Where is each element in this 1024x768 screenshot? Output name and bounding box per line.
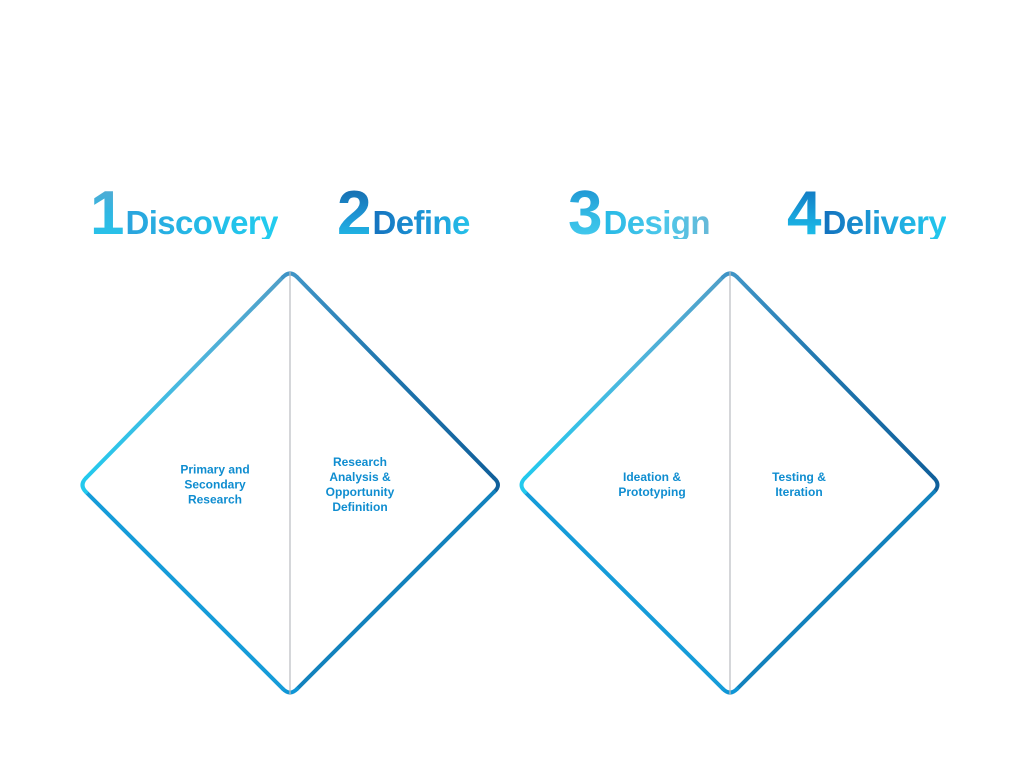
caption-primary-secondary-research: Primary and Secondary Research [180,462,250,507]
phase-header-2[interactable]: 2 Define [337,183,470,245]
phase-label-design: Design [603,204,710,241]
diamond-one-outline [80,271,500,695]
caption-research-analysis-opportunity-definition: Research Analysis & Opportunity Definiti… [325,455,395,514]
phase-number-3: 3 [568,179,602,248]
phase-number-4: 4 [787,179,821,248]
phase-label-delivery: Delivery [822,204,947,241]
phase-number-2: 2 [337,179,371,248]
caption-ideation-prototyping: Ideation & Prototyping [618,470,686,499]
diamond-two-outline [519,271,940,695]
phase-number-1: 1 [90,179,124,248]
phase-header-1[interactable]: 1 Discovery [90,183,278,245]
caption-testing-iteration: Testing & Iteration [772,470,826,499]
phase-header-4[interactable]: 4 Delivery [787,179,947,248]
phase-header-3[interactable]: 3 Design [568,179,711,248]
phase-label-define: Define [372,204,470,241]
phase-label-discovery: Discovery [125,204,278,241]
